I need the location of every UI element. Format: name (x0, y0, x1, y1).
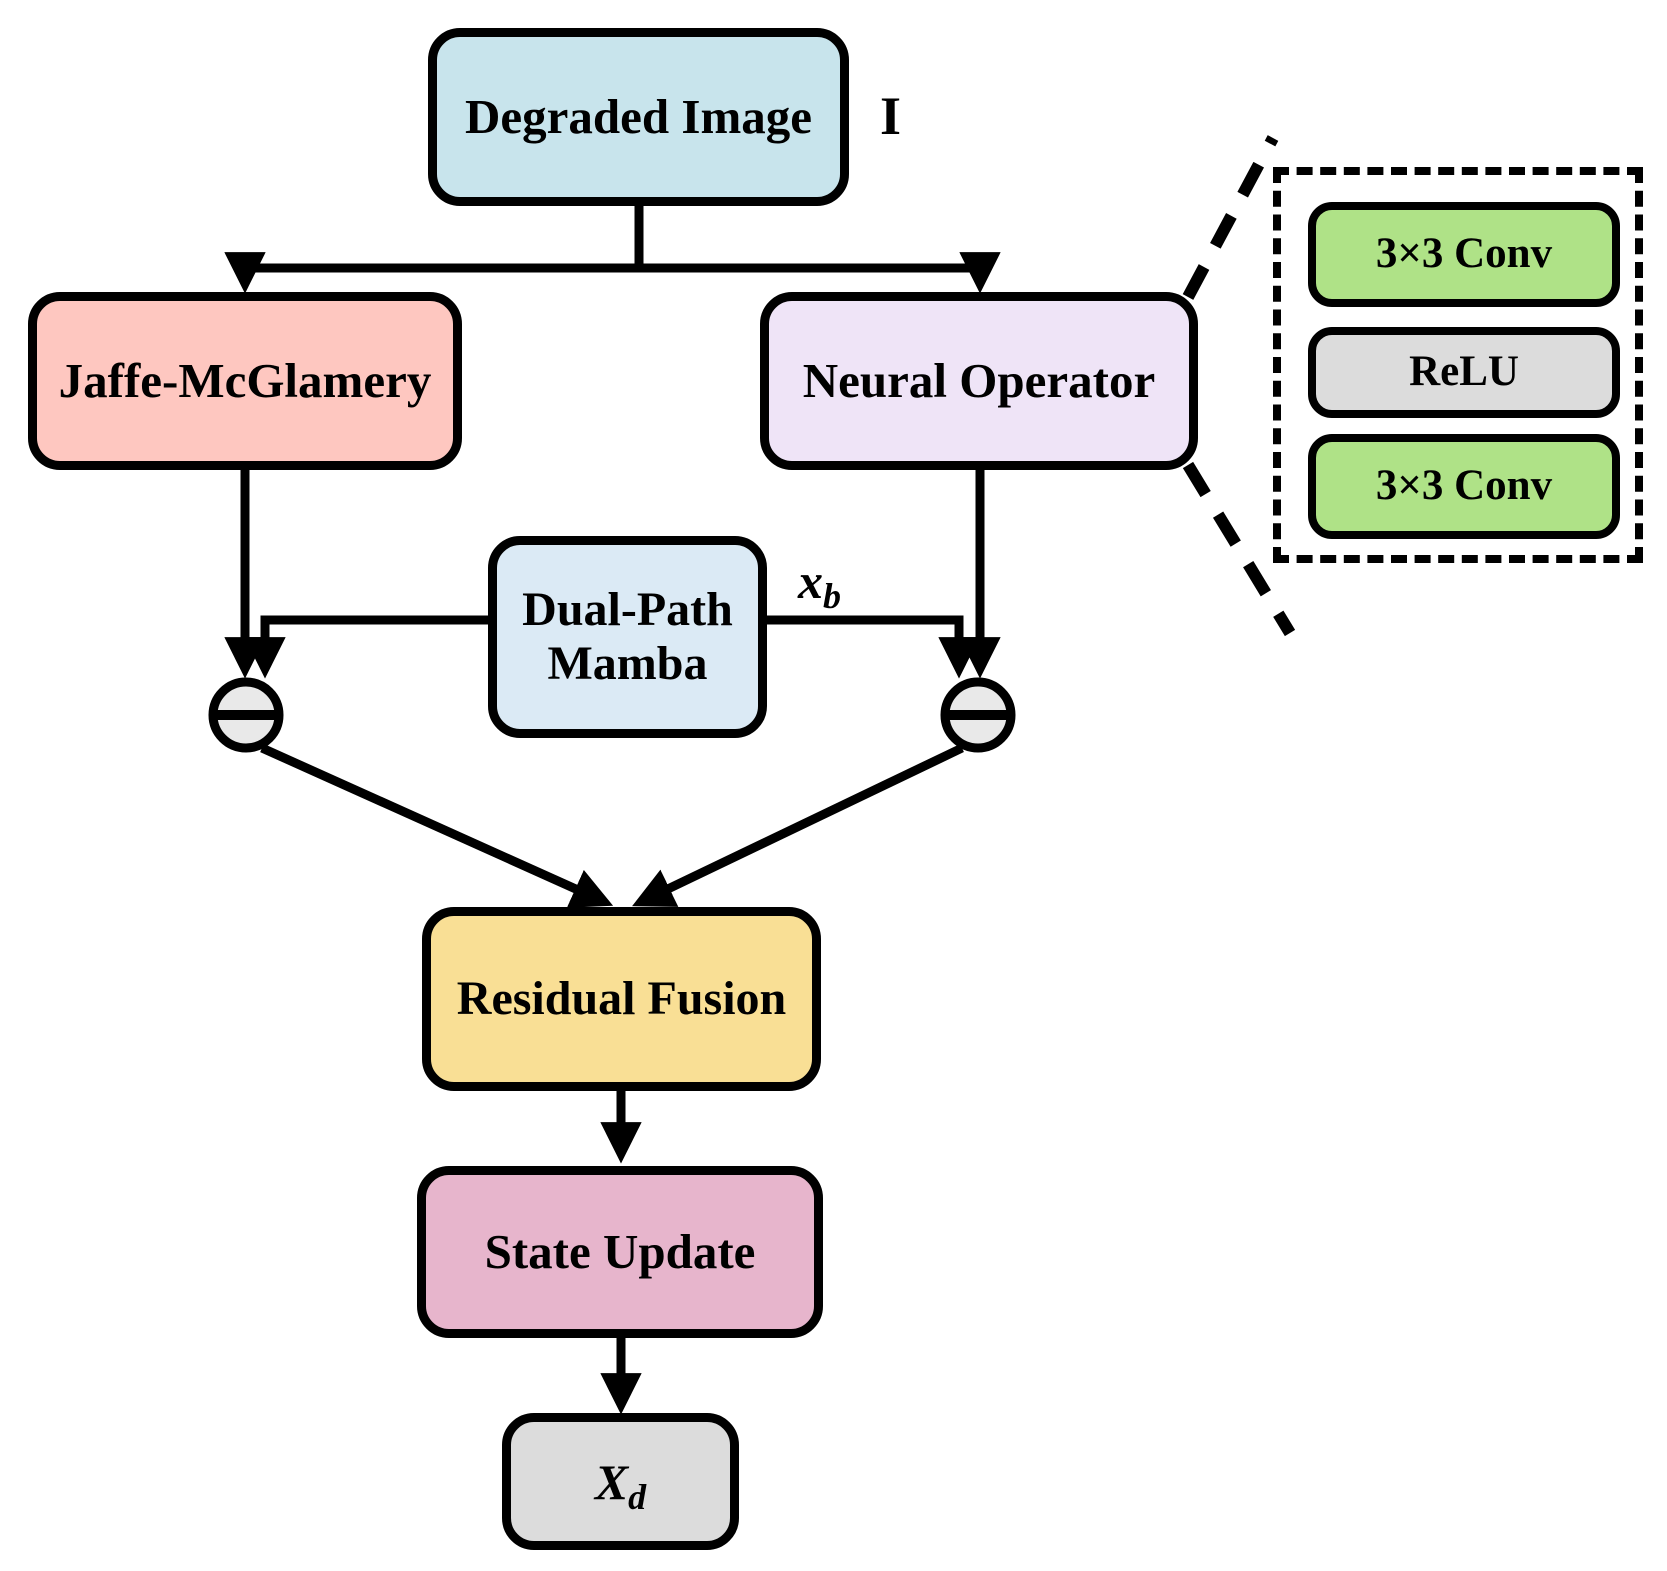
callout-line-top (1182, 135, 1279, 300)
mamba-label-line1: Dual-Path (522, 583, 733, 637)
connector-mamba-to-left-subtract (244, 615, 488, 679)
node-conv-bottom: 3×3 Conv (1308, 434, 1620, 539)
node-output-feature: Xd (502, 1413, 739, 1550)
node-conv-top: 3×3 Conv (1308, 202, 1620, 307)
node-state-update: State Update (417, 1166, 823, 1338)
input-symbol-label: I (880, 86, 902, 146)
node-output-feature-label: Xd (594, 1453, 646, 1515)
connector-input-split (240, 196, 985, 273)
callout-line-bottom (1182, 461, 1296, 637)
connector-mamba-to-right-subtract (767, 615, 980, 679)
node-state-update-label: State Update (484, 1223, 756, 1279)
branch-feature-label: xb (798, 552, 841, 614)
node-relu: ReLU (1308, 327, 1620, 418)
mamba-label-line2: Mamba (547, 637, 708, 690)
node-residual-fusion-label: Residual Fusion (456, 972, 787, 1026)
output-feature-base: X (594, 1453, 629, 1510)
branch-feature-subscript: b (823, 576, 841, 617)
node-conv-top-label: 3×3 Conv (1375, 230, 1553, 278)
node-relu-label: ReLU (1409, 348, 1519, 396)
connector-left-subtract-to-fusion (260, 743, 614, 908)
node-degraded-image: Degraded Image (428, 28, 849, 206)
node-dual-path-mamba-label: Dual-Path Mamba (522, 583, 733, 691)
node-jaffe-mcglamery: Jaffe-McGlamery (28, 292, 462, 470)
output-feature-subscript: d (628, 1476, 647, 1517)
node-jaffe-mcglamery-label: Jaffe-McGlamery (58, 352, 432, 408)
connector-right-subtract-to-fusion (632, 743, 964, 907)
neural-operator-detail-panel (1273, 167, 1643, 563)
node-conv-bottom-label: 3×3 Conv (1375, 462, 1553, 510)
branch-feature-base: x (798, 553, 823, 609)
node-residual-fusion: Residual Fusion (422, 907, 821, 1091)
node-degraded-image-label: Degraded Image (464, 88, 813, 144)
node-neural-operator-label: Neural Operator (802, 352, 1156, 408)
right-subtract-node (940, 677, 1016, 753)
node-neural-operator: Neural Operator (760, 292, 1198, 470)
left-subtract-node (208, 677, 284, 753)
node-dual-path-mamba: Dual-Path Mamba (488, 536, 767, 738)
